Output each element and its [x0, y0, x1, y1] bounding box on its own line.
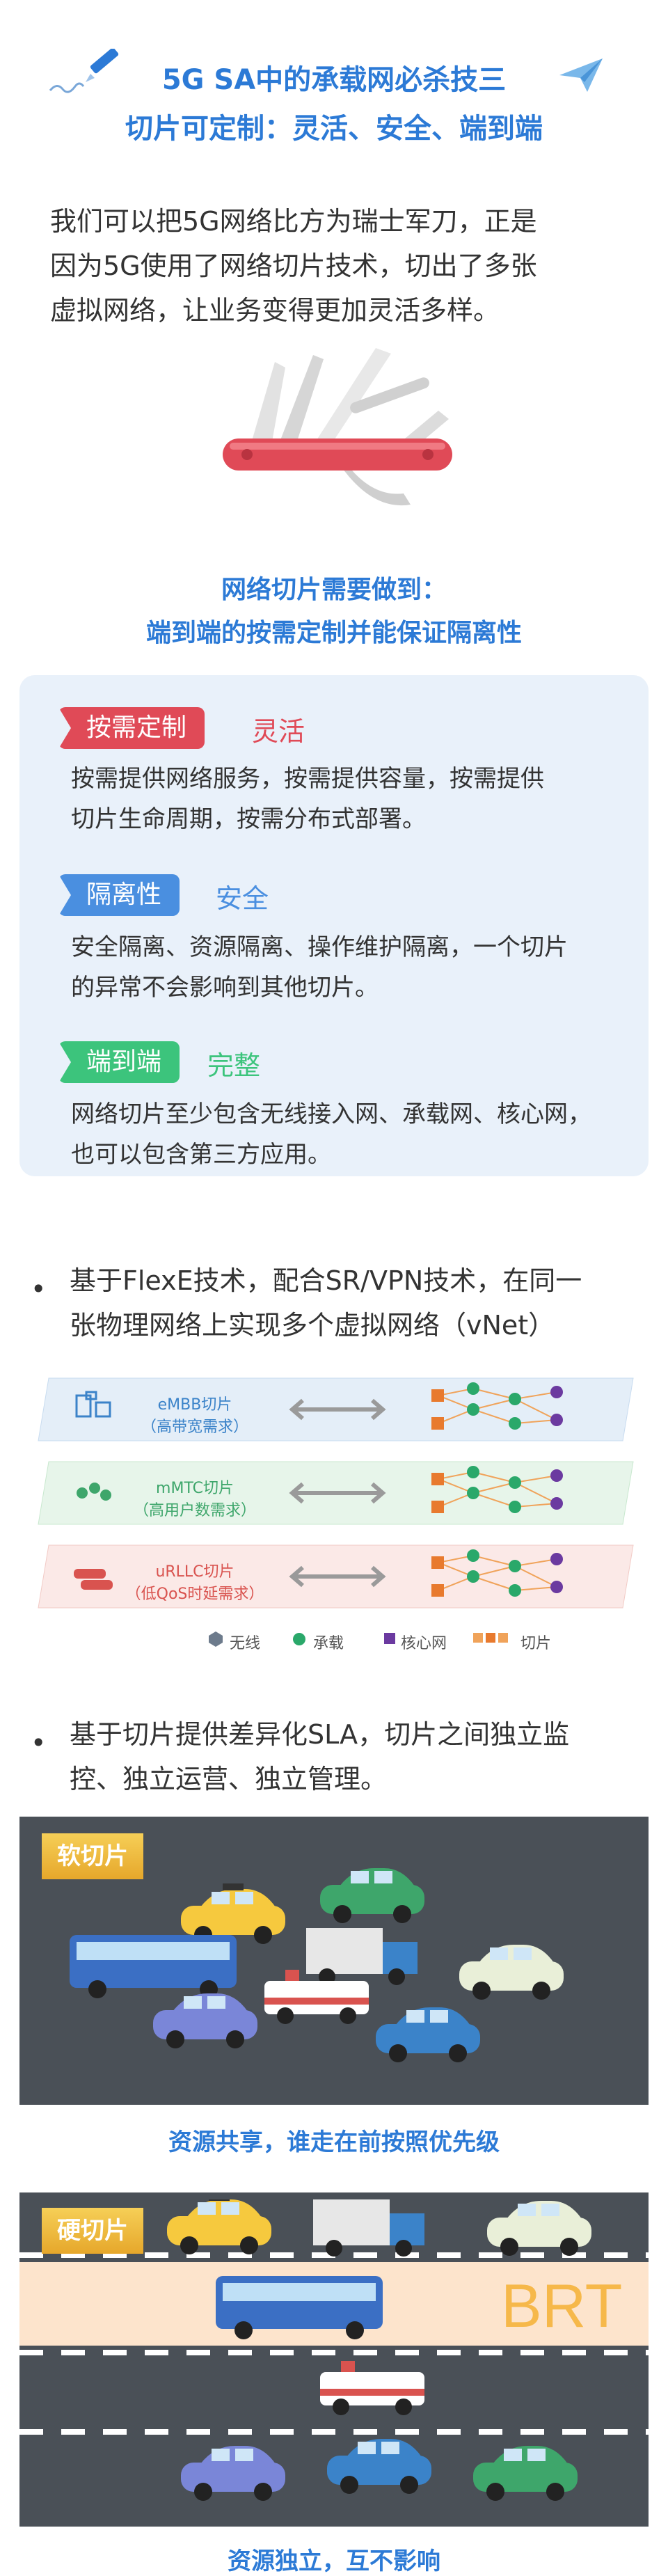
isolation-desc-line2: 的异常不会影响到其他切片。	[71, 974, 379, 1002]
lane-divider	[19, 2350, 649, 2355]
slice-label-urllc: uRLLC切片（低QoS时延需求）	[125, 1563, 264, 1603]
tag-end-to-end: 端到端	[58, 1041, 180, 1083]
end-to-end-desc-line2: 也可以包含第三方应用。	[71, 1141, 331, 1169]
flexe-line1: 基于FlexE技术，配合SR/VPN技术，在同一	[70, 1265, 582, 1296]
tag-on-demand: 按需定制	[58, 707, 205, 749]
bullet-dot: •	[31, 1274, 47, 1304]
intro-line3: 虚拟网络，让业务变得更加灵活多样。	[50, 295, 500, 326]
legend-bearer: 承载	[313, 1635, 344, 1652]
brt-label: BRT	[501, 2271, 623, 2340]
soft-slice-caption: 资源共享，谁走在前按照优先级	[168, 2128, 500, 2156]
hard-slice-caption: 资源独立，互不影响	[228, 2547, 440, 2575]
intro-line2: 因为5G使用了网络切片技术，切出了多张	[50, 251, 537, 281]
requirements-heading-line2: 端到端的按需定制并能保证隔离性	[145, 619, 522, 647]
page-title-line2: 切片可定制：灵活、安全、端到端	[125, 113, 543, 145]
legend-wireless: 无线	[230, 1635, 261, 1652]
slice-layers-diagram	[28, 1364, 640, 1673]
flexe-line2: 张物理网络上实现多个虚拟网络（vNet）	[70, 1310, 555, 1341]
isolation-desc-line1: 安全隔离、资源隔离、操作维护隔离，一个切片	[71, 933, 568, 961]
lane-divider	[19, 2429, 649, 2435]
legend-slice: 切片	[520, 1635, 552, 1652]
soft-slice-badge: 软切片	[42, 1833, 143, 1879]
legend-core: 核心网	[401, 1635, 447, 1652]
on-demand-desc-line1: 按需提供网络服务，按需提供容量，按需提供	[71, 765, 544, 793]
page-title-line1: 5G SA中的承载网必杀技三	[161, 64, 507, 96]
requirements-panel	[19, 675, 649, 1176]
on-demand-desc-line2: 切片生命周期，按需分布式部署。	[71, 805, 426, 833]
hard-traffic-illustration	[139, 2194, 612, 2529]
slice-label-embb: eMBB切片（高带宽需求）	[141, 1396, 248, 1436]
tag-isolation: 隔离性	[58, 874, 180, 916]
tag-word-flexible: 灵活	[252, 716, 305, 747]
paper-plane-icon	[557, 54, 605, 99]
tag-word-secure: 安全	[216, 883, 269, 914]
hard-slice-badge: 硬切片	[42, 2208, 143, 2254]
sla-line1: 基于切片提供差异化SLA，切片之间独立监	[70, 1719, 570, 1750]
pen-icon	[47, 47, 124, 100]
swiss-knife-illustration	[209, 341, 459, 525]
bullet-dot: •	[31, 1728, 47, 1758]
requirements-heading-line1: 网络切片需要做到：	[221, 576, 447, 604]
sla-line2: 控、独立运营、独立管理。	[70, 1764, 388, 1794]
tag-word-complete: 完整	[207, 1050, 261, 1081]
end-to-end-desc-line1: 网络切片至少包含无线接入网、承载网、核心网，	[71, 1100, 591, 1128]
soft-traffic-illustration	[70, 1865, 598, 2105]
slice-label-mmtc: mMTC切片（高用户数需求）	[133, 1480, 256, 1519]
intro-line1: 我们可以把5G网络比方为瑞士军刀，正是	[50, 206, 537, 237]
